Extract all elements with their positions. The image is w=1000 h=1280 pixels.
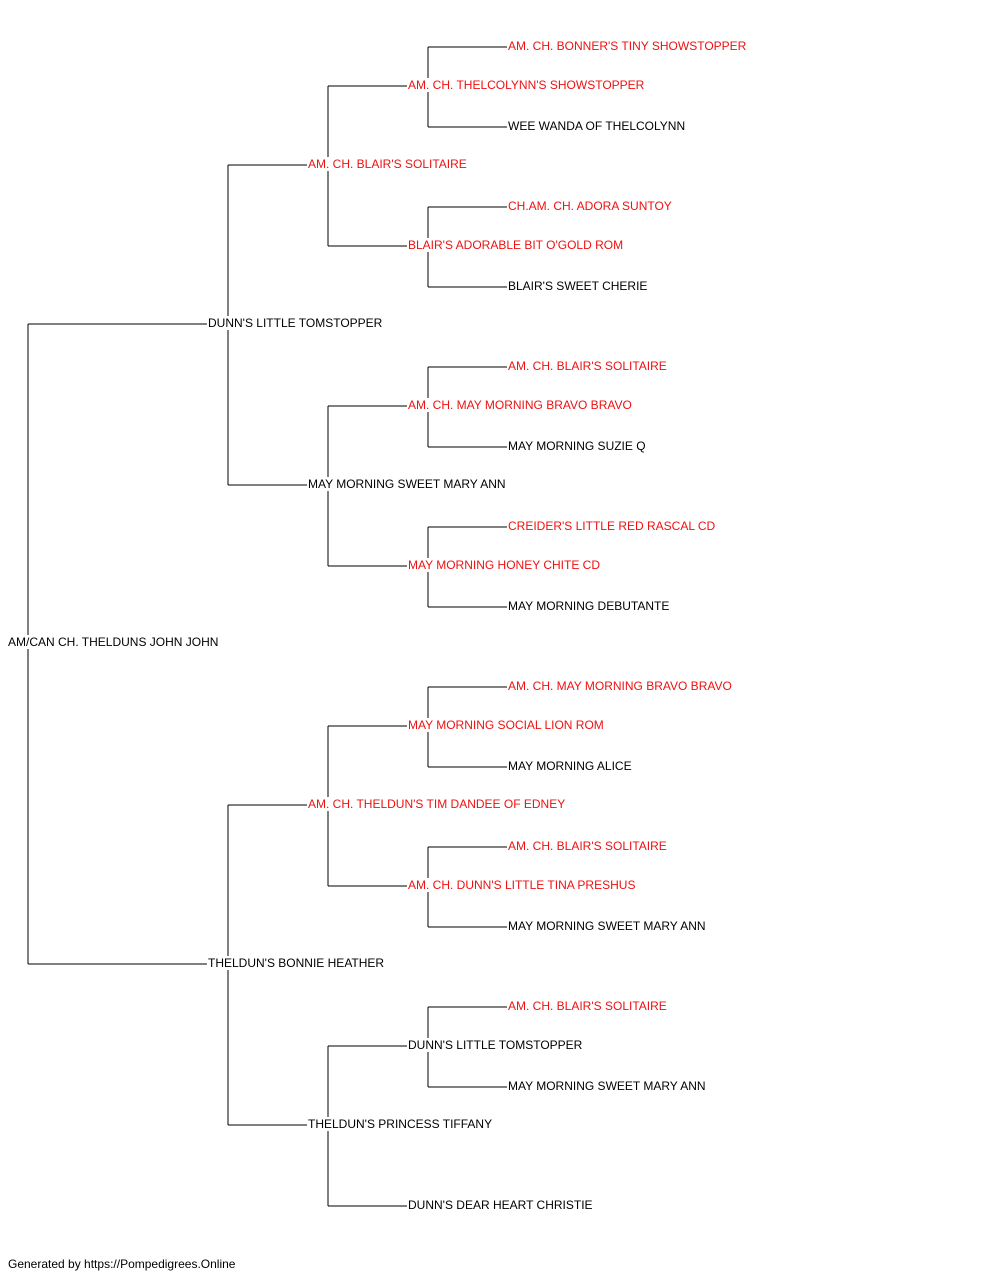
pedigree-node-gen1: THELDUN'S BONNIE HEATHER bbox=[207, 956, 386, 970]
pedigree-node-gen4: CREIDER'S LITTLE RED RASCAL CD bbox=[507, 519, 717, 533]
pedigree-node-gen3: DUNN'S LITTLE TOMSTOPPER bbox=[407, 1038, 584, 1052]
pedigree-node-gen1: DUNN'S LITTLE TOMSTOPPER bbox=[207, 316, 384, 330]
pedigree-node-gen4: AM. CH. BLAIR'S SOLITAIRE bbox=[507, 999, 668, 1013]
pedigree-node-gen2: AM. CH. BLAIR'S SOLITAIRE bbox=[307, 157, 468, 171]
pedigree-node-gen4: AM. CH. MAY MORNING BRAVO BRAVO bbox=[507, 679, 733, 693]
pedigree-node-gen3: MAY MORNING HONEY CHITE CD bbox=[407, 558, 602, 572]
pedigree-node-gen2: MAY MORNING SWEET MARY ANN bbox=[307, 477, 507, 491]
pedigree-node-gen4: BLAIR'S SWEET CHERIE bbox=[507, 279, 649, 293]
pedigree-node-gen4: MAY MORNING SWEET MARY ANN bbox=[507, 919, 707, 933]
pedigree-node-gen4: MAY MORNING DEBUTANTE bbox=[507, 599, 671, 613]
pedigree-node-gen4: MAY MORNING SUZIE Q bbox=[507, 439, 647, 453]
pedigree-node-gen3: MAY MORNING SOCIAL LION ROM bbox=[407, 718, 605, 732]
pedigree-node-gen4: MAY MORNING ALICE bbox=[507, 759, 633, 773]
pedigree-node-gen4: AM. CH. BLAIR'S SOLITAIRE bbox=[507, 839, 668, 853]
pedigree-node-gen4: CH.AM. CH. ADORA SUNTOY bbox=[507, 199, 673, 213]
pedigree-node-gen0: AM/CAN CH. THELDUNS JOHN JOHN bbox=[7, 635, 220, 649]
pedigree-node-gen3: BLAIR'S ADORABLE BIT O'GOLD ROM bbox=[407, 238, 625, 252]
pedigree-node-gen3: DUNN'S DEAR HEART CHRISTIE bbox=[407, 1198, 594, 1212]
pedigree-node-gen4: AM. CH. BONNER'S TINY SHOWSTOPPER bbox=[507, 39, 748, 53]
pedigree-node-gen4: MAY MORNING SWEET MARY ANN bbox=[507, 1079, 707, 1093]
pedigree-node-gen3: AM. CH. DUNN'S LITTLE TINA PRESHUS bbox=[407, 878, 637, 892]
pedigree-node-gen3: AM. CH. MAY MORNING BRAVO BRAVO bbox=[407, 398, 633, 412]
generator-credit: Generated by https://Pompedigrees.Online bbox=[8, 1257, 236, 1271]
pedigree-node-gen4: WEE WANDA OF THELCOLYNN bbox=[507, 119, 687, 133]
pedigree-node-gen2: THELDUN'S PRINCESS TIFFANY bbox=[307, 1117, 494, 1131]
pedigree-node-gen2: AM. CH. THELDUN'S TIM DANDEE OF EDNEY bbox=[307, 797, 567, 811]
pedigree-node-gen3: AM. CH. THELCOLYNN'S SHOWSTOPPER bbox=[407, 78, 646, 92]
pedigree-node-gen4: AM. CH. BLAIR'S SOLITAIRE bbox=[507, 359, 668, 373]
